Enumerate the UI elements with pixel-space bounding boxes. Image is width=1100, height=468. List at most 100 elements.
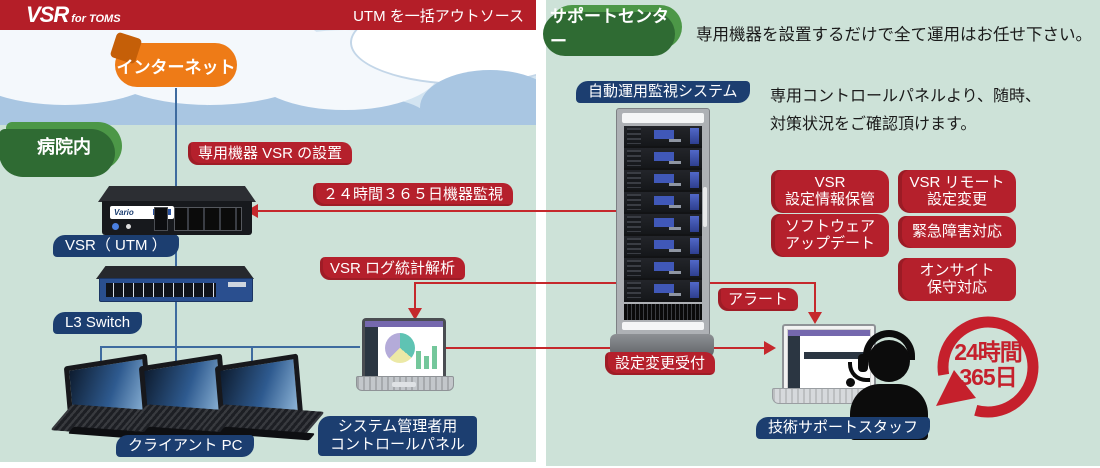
headset-band-icon: [863, 330, 915, 360]
client-pc-tag: クライアント PC: [116, 435, 255, 457]
internet-label: インターネット: [116, 57, 236, 77]
staff-head: [868, 340, 910, 382]
admin-panel-tag: システム管理者用 コントロールパネル: [318, 416, 478, 456]
admin-panel-tag-line1: システム管理者用: [337, 418, 458, 435]
service-line: 設定情報保管: [784, 191, 875, 209]
hospital-node: 病院内: [0, 122, 122, 177]
monitoring-tag: ２４時間３６５日機器監視: [313, 183, 514, 207]
hospital-label: 病院内: [37, 137, 91, 157]
network-line-horizontal: [100, 346, 360, 348]
service-box-emergency: 緊急障害対応: [898, 216, 1016, 248]
badge-text: 24時間 365日: [930, 339, 1046, 391]
server-rack: [616, 108, 710, 336]
l3-switch: [96, 266, 254, 306]
circular-arrow-icon: [936, 316, 1039, 418]
headline-text: 専用機器を設置するだけで全て運用はお任せ下さい。: [696, 26, 1092, 44]
rack-door-handle: [703, 187, 707, 227]
logo-text: VSR: [26, 2, 69, 27]
support-center-node: サポートセンター: [543, 5, 682, 56]
service-box-onsite: オンサイト 保守対応: [898, 258, 1016, 301]
switch-front: [99, 278, 253, 302]
alert-line-horizontal: [708, 282, 816, 284]
vsr-utm-tag: VSR（ UTM ）: [53, 235, 179, 257]
appliance-ports: [174, 207, 242, 231]
client-pc-3: [201, 353, 325, 446]
service-line: VSR リモート: [909, 174, 1005, 191]
appliance-top: [98, 186, 256, 202]
rack-top-band: [622, 113, 704, 123]
alert-arrowhead: [808, 312, 822, 324]
title-banner: VSR for TOMS UTM を一括アウトソース: [0, 0, 536, 30]
server-unit: [624, 214, 702, 234]
network-drop-2: [175, 346, 177, 370]
switch-badge: [228, 282, 246, 287]
monitoring-system-tag: 自動運用監視システム: [576, 81, 750, 103]
laptop-screen: [362, 318, 446, 380]
window-titlebar: [365, 321, 443, 327]
appliance-front: Vario: [102, 201, 252, 235]
server-unit: [624, 236, 702, 256]
rack-cage: [624, 126, 702, 302]
appliance-slot: [154, 207, 168, 231]
window-sidebar: [365, 327, 378, 377]
sky-background: [0, 30, 536, 125]
hospital-panel: VSR for TOMS UTM を一括アウトソース インターネット 病院内 専…: [0, 0, 536, 462]
admin-panel-tag-line2: コントロールパネル: [330, 436, 466, 453]
pie-chart-icon: [385, 333, 415, 363]
vsr-appliance: Vario: [98, 186, 256, 238]
window-sidebar: [788, 336, 800, 388]
badge-line2: 365日: [959, 364, 1017, 391]
install-tag: 専用機器 VSR の設置: [188, 142, 353, 166]
vsr-logo: VSR for TOMS: [0, 2, 121, 28]
staff-tag: 技術サポートスタッフ: [756, 417, 931, 439]
status-led: [126, 224, 131, 229]
alert-line-vertical: [814, 282, 816, 314]
bar-chart-icon: [416, 346, 437, 369]
power-led: [112, 223, 119, 230]
admin-control-panel-laptop: [356, 318, 454, 394]
change-request-arrowhead: [764, 341, 776, 355]
network-drop-3: [251, 346, 253, 370]
server-unit: [624, 170, 702, 190]
panel-note-line2: 対策状況をご確認頂けます。: [770, 116, 977, 133]
dashboard-screen: [365, 321, 443, 377]
log-line-horizontal: [414, 282, 618, 284]
service-box-software-update: ソフトウェア アップデート: [771, 214, 889, 257]
server-unit: [624, 280, 702, 300]
service-line: オンサイト: [919, 262, 995, 279]
switch-ports: [106, 283, 216, 297]
service-line: 緊急障害対応: [911, 223, 1002, 241]
banner-tagline: UTM を一括アウトソース: [353, 7, 524, 25]
monitoring-line: [252, 210, 620, 212]
service-line: 保守対応: [926, 279, 987, 297]
service-line: 設定変更: [926, 191, 987, 209]
service-line: アップデート: [784, 235, 875, 253]
logo-subtext: for TOMS: [71, 13, 121, 25]
headset-mic-icon: [846, 378, 855, 387]
badge-24h-365d: 24時間 365日: [930, 310, 1046, 428]
server-unit: [624, 192, 702, 212]
badge-line1: 24時間: [954, 339, 1023, 365]
support-center-label: サポートセンター: [550, 7, 669, 51]
switch-top: [96, 266, 254, 279]
window-titlebar: [788, 330, 870, 336]
service-box-remote-change: VSR リモート 設定変更: [898, 170, 1016, 213]
rack-vent: [624, 304, 702, 320]
alert-tag: アラート: [718, 288, 799, 312]
server-unit: [624, 258, 702, 278]
console-bar: [804, 352, 866, 359]
log-line-vertical: [414, 282, 416, 310]
service-line: VSR: [814, 174, 846, 191]
support-center-panel: サポートセンター 専用機器を設置するだけで全て運用はお任せ下さい。 自動運用監視…: [543, 0, 1100, 466]
change-request-line: [438, 347, 766, 349]
rack-bottom-band: [622, 322, 704, 330]
change-request-tag: 設定変更受付: [605, 352, 716, 376]
internet-node: インターネット: [115, 43, 237, 87]
l3-switch-tag: L3 Switch: [53, 312, 143, 334]
service-line: ソフトウェア: [784, 218, 875, 235]
headset-mic-arm-icon: [848, 362, 870, 382]
server-unit: [624, 126, 702, 146]
laptop-touchpad: [392, 382, 416, 387]
log-arrowhead: [408, 308, 422, 320]
